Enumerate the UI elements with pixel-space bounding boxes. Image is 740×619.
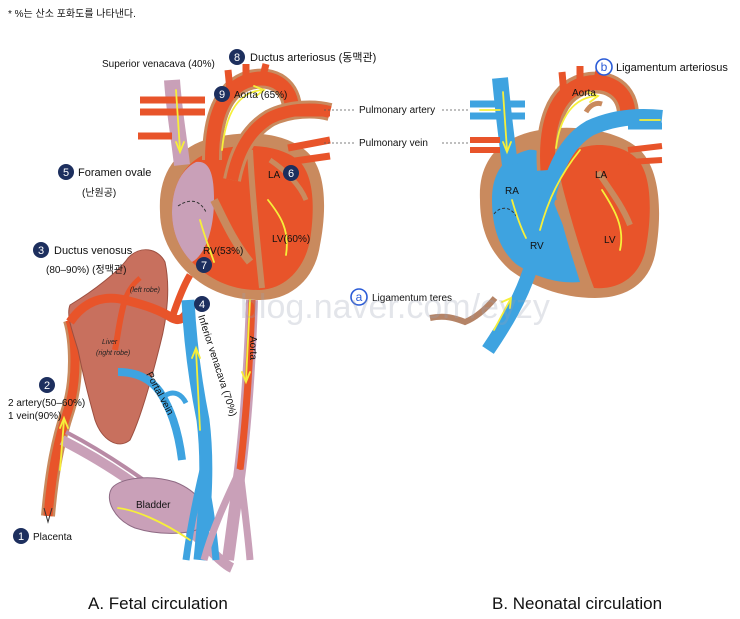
svg-text:1: 1 xyxy=(18,531,24,543)
ligamentum-teres xyxy=(429,296,498,326)
label-ductus-venosus: Ductus venosus xyxy=(54,245,133,257)
ductus-venosus xyxy=(168,273,194,320)
superior-venacava xyxy=(164,79,190,166)
neonatal-flow-arrows xyxy=(479,91,661,331)
neonatal-inferior-venacava xyxy=(482,267,537,354)
fetal-number-badges: 1 2 3 4 5 6 7 8 9 xyxy=(13,49,299,544)
label-ra: RA xyxy=(505,186,519,197)
svg-text:b: b xyxy=(601,60,608,74)
label-pulmonary-vein: Pulmonary vein xyxy=(359,138,428,149)
label-liver-left: (left robe) xyxy=(130,287,160,294)
neonatal-left-heart xyxy=(559,145,650,289)
svg-text:5: 5 xyxy=(63,167,69,179)
watermark: blog.naver.com/eyzy xyxy=(240,288,550,326)
label-la-neonatal: LA xyxy=(595,170,608,181)
label-foramen-ovale: Foramen ovale xyxy=(78,167,151,179)
svg-text:8: 8 xyxy=(234,52,240,64)
label-rv-fetal: RV(53%) xyxy=(203,246,243,257)
neonatal-letter-badges: a b xyxy=(350,58,613,306)
neonatal-pulmonary-vein-right xyxy=(627,143,663,165)
label-aorta-fetal: Aorta (65%) xyxy=(234,90,287,101)
neonatal-pulmonary-artery-left xyxy=(470,100,525,120)
label-aorta-descending: Aorta xyxy=(247,336,258,360)
svg-text:2: 2 xyxy=(44,380,50,392)
label-liver-right: (right robe) xyxy=(96,350,130,357)
svg-text:4: 4 xyxy=(199,299,205,311)
saturation-note: * %는 산소 포화도를 나타낸다. xyxy=(8,8,136,20)
label-ligamentum-arteriosus: Ligamentum arteriosus xyxy=(616,62,728,74)
label-pulmonary-artery: Pulmonary artery xyxy=(359,105,435,116)
neonatal-pulmonary-vein-left xyxy=(470,137,500,153)
svg-text:7: 7 xyxy=(201,260,207,272)
label-lv-neonatal: LV xyxy=(604,235,616,246)
label-liver: Liver xyxy=(102,339,118,346)
label-aorta-neonatal: Aorta xyxy=(572,88,596,99)
label-umbilical-vein: 1 vein(90%) xyxy=(8,411,61,422)
label-umbilical-artery: 2 artery(50–60%) xyxy=(8,398,85,409)
svg-text:a: a xyxy=(356,290,363,304)
label-ligamentum-teres: Ligamentum teres xyxy=(372,293,452,304)
label-foramen-ovale-kr: (난원공) xyxy=(82,187,116,199)
umbilical-vein xyxy=(66,293,193,325)
neonatal-right-heart xyxy=(492,149,580,283)
label-ductus-venosus-sub: (80–90%) (정맥관) xyxy=(46,264,126,276)
neonatal-pulmonary-artery-right xyxy=(628,110,662,130)
shared-leaders xyxy=(324,109,468,144)
pulmonary-artery-left xyxy=(140,96,205,116)
label-ductus-arteriosus: Ductus arteriosus (동맥관) xyxy=(250,51,376,64)
label-la-fetal: LA xyxy=(268,170,281,181)
neonatal-circulation: a b Ligamentum arteriosus Aorta RA LA RV… xyxy=(350,58,728,613)
label-placenta: Placenta xyxy=(33,532,72,543)
fetal-circulation: 1 2 3 4 5 6 7 8 9 Superior venacava (40%… xyxy=(8,49,376,613)
fetal-caption: A. Fetal circulation xyxy=(88,594,228,613)
ligamentum-arteriosus xyxy=(583,100,603,114)
svg-text:3: 3 xyxy=(38,245,44,257)
neonatal-caption: B. Neonatal circulation xyxy=(492,594,662,613)
label-bladder: Bladder xyxy=(136,500,171,511)
fetal-flow-arrows xyxy=(59,85,288,541)
inferior-venacava xyxy=(181,299,213,561)
label-rv-neonatal: RV xyxy=(530,241,544,252)
label-superior-venacava: Superior venacava (40%) xyxy=(102,59,215,70)
portal-vein xyxy=(117,368,186,461)
svg-text:9: 9 xyxy=(219,89,225,101)
pulmonary-vein-right xyxy=(287,136,331,166)
svg-text:6: 6 xyxy=(288,168,294,180)
label-lv-fetal: LV(60%) xyxy=(272,234,310,245)
